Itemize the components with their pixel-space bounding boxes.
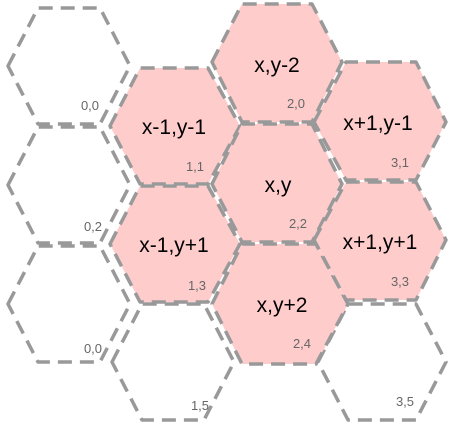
hex-shape xyxy=(110,302,236,422)
hex-shape xyxy=(108,66,242,186)
hex-cell-3-3: x+1,y+1 3,3 xyxy=(312,180,448,302)
hex-cell-3-1: x+1,y-1 3,1 xyxy=(312,60,448,182)
hex-coord: 2,0 xyxy=(287,96,305,111)
hex-cell-0-2: 0,2 xyxy=(6,125,132,245)
hex-cell-0-0-bottom: 0,0 xyxy=(6,244,132,364)
hex-cell-1-3: x-1,y+1 1,3 xyxy=(108,184,242,304)
hex-shape xyxy=(316,302,448,422)
hex-coord: 3,5 xyxy=(396,394,414,409)
hex-shape xyxy=(6,6,132,126)
hex-label: x-1,y+1 xyxy=(139,234,208,257)
hex-cell-1-1: x-1,y-1 1,1 xyxy=(108,66,242,186)
hex-coord: 0,0 xyxy=(81,98,99,113)
hex-coord: 2,2 xyxy=(289,216,307,231)
hex-shape xyxy=(312,60,448,182)
hex-coord: 1,1 xyxy=(186,159,204,174)
hex-coord: 0,0 xyxy=(84,341,102,356)
hex-cell-2-0: x,y-2 2,0 xyxy=(210,2,344,124)
hex-shape xyxy=(210,242,350,366)
hex-cell-2-4: x,y+2 2,4 xyxy=(210,242,350,366)
hex-label: x,y-2 xyxy=(254,54,300,77)
hex-coord: 1,3 xyxy=(188,278,206,293)
hex-shape xyxy=(6,244,132,364)
hex-coord: 0,2 xyxy=(84,219,102,234)
hex-coord: 3,1 xyxy=(391,155,409,170)
hex-shape xyxy=(312,180,448,302)
hex-label: x+1,y+1 xyxy=(343,231,418,254)
hex-coord: 3,3 xyxy=(391,274,409,289)
hex-label: x-1,y-1 xyxy=(142,116,206,139)
hex-shape xyxy=(108,184,242,304)
hex-coord: 1,5 xyxy=(191,398,209,413)
hex-label: x+1,y-1 xyxy=(343,112,412,135)
hex-cell-1-5: 1,5 xyxy=(110,302,236,422)
hex-shape xyxy=(6,125,132,245)
hex-label: x,y+2 xyxy=(257,294,308,317)
hex-coord: 2,4 xyxy=(293,336,311,351)
hex-cell-3-5: 3,5 xyxy=(316,302,448,422)
hex-shape xyxy=(210,122,344,244)
hex-cell-2-2: x,y 2,2 xyxy=(210,122,344,244)
hex-label: x,y xyxy=(265,174,292,197)
hex-cell-0-0-top: 0,0 xyxy=(6,6,132,126)
hex-shape xyxy=(210,2,344,124)
